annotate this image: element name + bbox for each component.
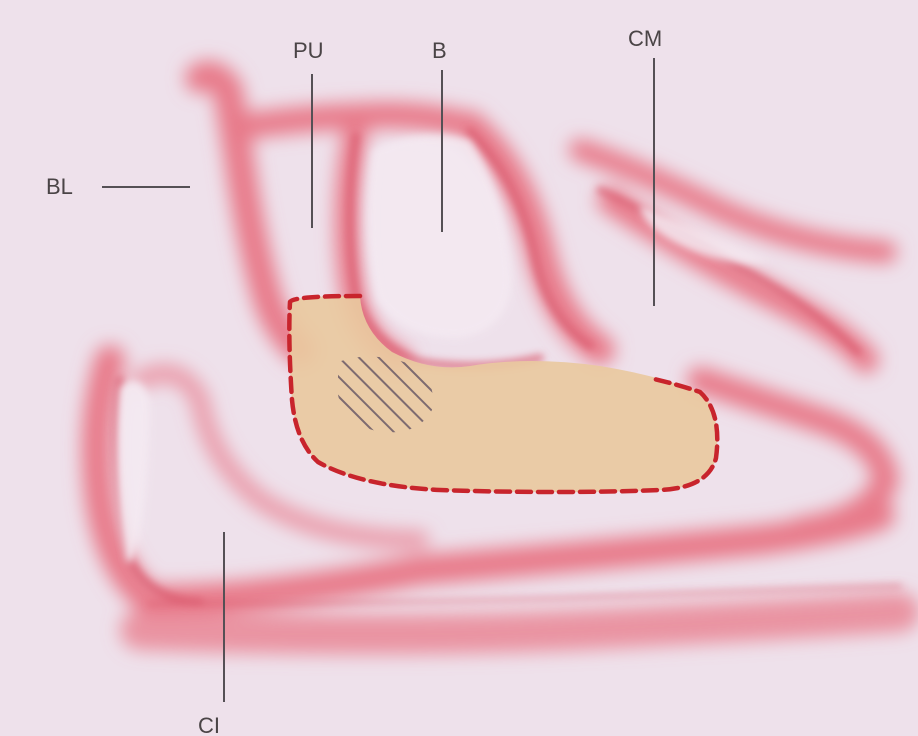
label-bl: BL	[46, 174, 73, 199]
label-cm: CM	[628, 26, 662, 51]
label-ci: CI	[198, 713, 220, 736]
label-b: B	[432, 38, 447, 63]
label-pu: PU	[293, 38, 324, 63]
bottom-band	[140, 612, 900, 635]
